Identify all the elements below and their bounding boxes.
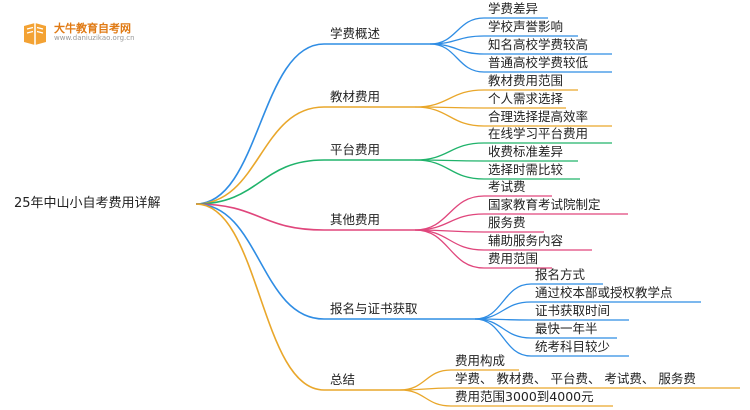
leaf-node[interactable]: 教材费用范围 <box>488 73 564 88</box>
leaf-node[interactable]: 选择时需比较 <box>488 162 564 177</box>
leaf-node[interactable]: 在线学习平台费用 <box>488 126 589 141</box>
root-connector <box>195 203 325 231</box>
leaf-connector <box>399 389 452 407</box>
leaf-node[interactable]: 国家教育考试院制定 <box>488 197 601 212</box>
leaf-node[interactable]: 普通高校学费较低 <box>488 55 589 70</box>
leaf-connector <box>414 89 485 108</box>
leaf-node[interactable]: 通过校本部或授权教学点 <box>535 285 673 300</box>
root-connector <box>195 159 325 205</box>
leaf-node[interactable]: 费用构成 <box>455 353 506 368</box>
leaf-node[interactable]: 服务费 <box>488 215 526 230</box>
leaf-node[interactable]: 证书获取时间 <box>535 303 611 318</box>
leaf-connector <box>399 369 452 391</box>
logo-title: 大牛教育自考网 <box>54 22 131 35</box>
branch-node[interactable]: 总结 <box>330 372 356 387</box>
leaf-node[interactable]: 费用范围3000到4000元 <box>455 389 594 404</box>
leaf-connector <box>414 195 485 231</box>
root-connector <box>195 43 325 205</box>
leaf-connector <box>429 43 485 73</box>
branch-node[interactable]: 平台费用 <box>330 142 381 157</box>
root-node: 25年中山小自考费用详解 <box>14 196 161 211</box>
leaf-node[interactable]: 考试费 <box>488 179 526 194</box>
leaf-connector <box>414 142 485 161</box>
leaf-connector <box>414 213 485 231</box>
leaf-node[interactable]: 辅助服务内容 <box>488 233 564 248</box>
leaf-node[interactable]: 合理选择提高效率 <box>488 109 589 124</box>
logo-url: www.daniuzikao.org.cn <box>54 34 135 42</box>
leaf-node[interactable]: 最快一年半 <box>535 321 598 336</box>
leaf-connector <box>414 229 485 251</box>
leaf-connector <box>414 229 485 269</box>
book-logo-icon <box>24 23 46 45</box>
leaf-connector <box>474 301 532 320</box>
leaf-connector <box>474 318 532 357</box>
leaf-connector <box>414 106 485 127</box>
leaf-node[interactable]: 报名方式 <box>535 267 586 282</box>
leaf-node[interactable]: 知名高校学费较高 <box>488 37 589 52</box>
root-connector <box>195 106 325 205</box>
branch-node[interactable]: 学费概述 <box>330 26 381 41</box>
leaf-node[interactable]: 学费、 教材费、 平台费、 考试费、 服务费 <box>455 371 696 386</box>
branch-node[interactable]: 其他费用 <box>330 212 381 227</box>
site-logo[interactable]: 大牛教育自考网 www.daniuzikao.org.cn <box>20 20 150 46</box>
root-connector <box>195 203 325 391</box>
branch-node[interactable]: 教材费用 <box>330 89 381 104</box>
root-connector <box>195 203 325 320</box>
branch-node[interactable]: 报名与证书获取 <box>330 301 418 316</box>
leaf-node[interactable]: 统考科目较少 <box>535 339 611 354</box>
leaf-node[interactable]: 收费标准差异 <box>488 144 564 159</box>
leaf-node[interactable]: 个人需求选择 <box>488 91 564 106</box>
leaf-connector <box>414 159 485 180</box>
leaf-node[interactable]: 费用范围 <box>488 251 539 266</box>
leaf-node[interactable]: 学校声誉影响 <box>488 19 564 34</box>
leaf-node[interactable]: 学费差异 <box>488 1 539 16</box>
leaf-connector <box>474 283 532 320</box>
leaf-connector <box>474 318 532 339</box>
